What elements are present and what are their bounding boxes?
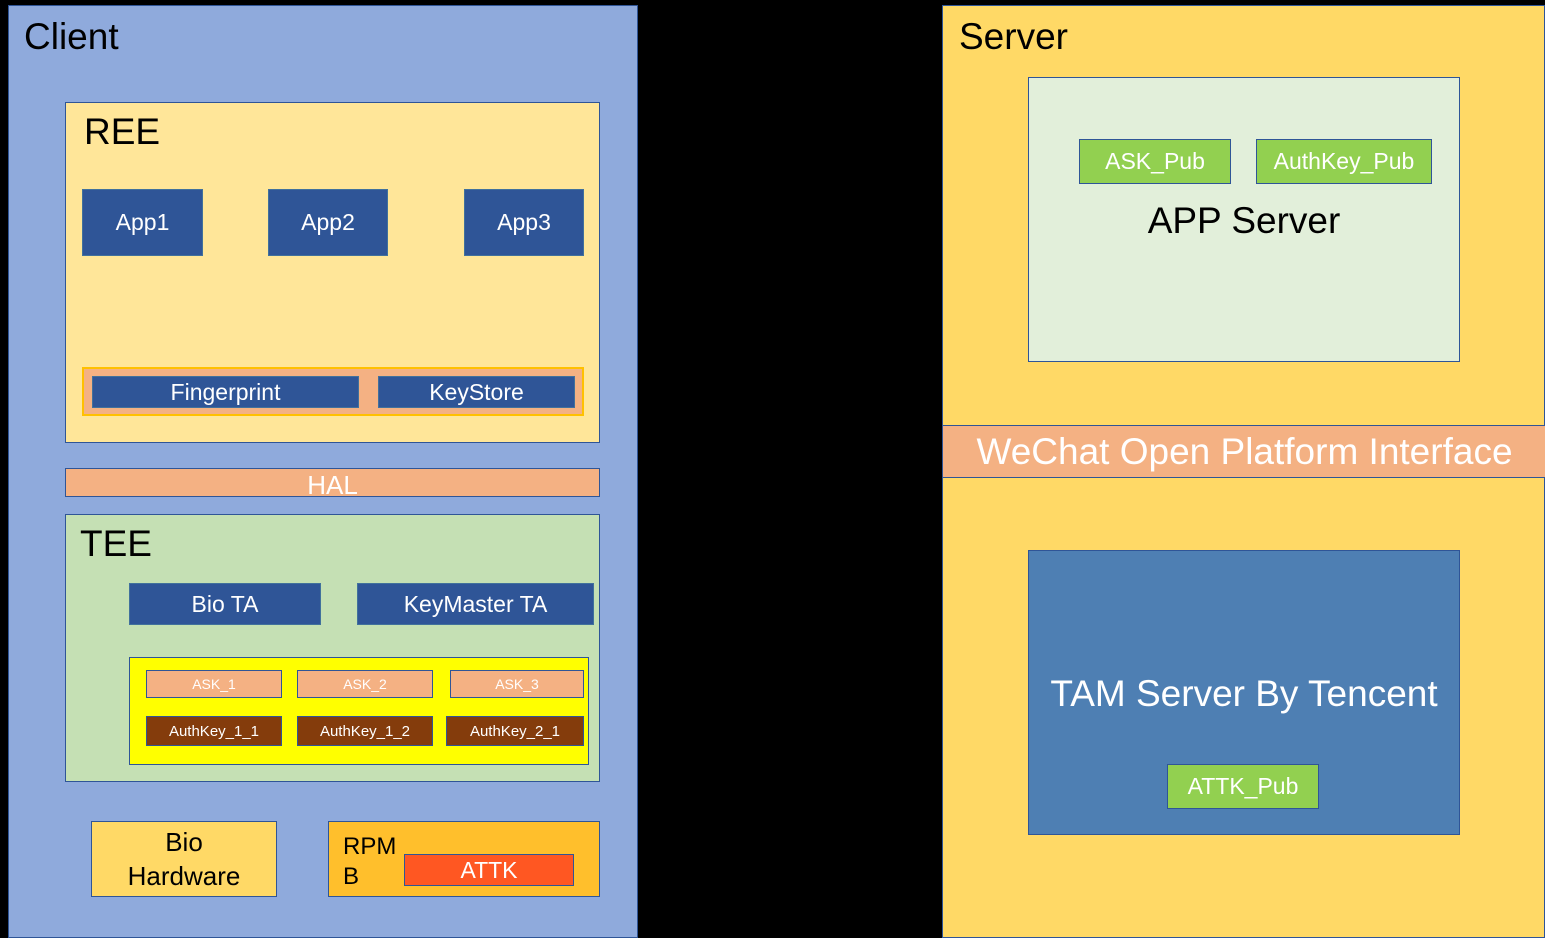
server-container: Server ASK_Pub AuthKey_Pub APP Server We… bbox=[942, 5, 1545, 938]
app3-block: App3 bbox=[464, 189, 584, 256]
ask-1-key: ASK_1 bbox=[146, 670, 282, 698]
tam-server-block: TAM Server By Tencent ATTK_Pub bbox=[1028, 550, 1460, 835]
app-server-label: APP Server bbox=[1147, 200, 1341, 241]
ree-container: REE App1 App2 App3 Fingerprint KeyStore bbox=[65, 102, 600, 443]
keymaster-ta-block: KeyMaster TA bbox=[357, 583, 594, 625]
server-title: Server bbox=[959, 16, 1068, 57]
tee-container: TEE Bio TA KeyMaster TA ASK_1 ASK_2 ASK_… bbox=[65, 514, 600, 782]
bio-hardware-block: Bio Hardware bbox=[91, 821, 277, 897]
ree-services-bar: Fingerprint KeyStore bbox=[82, 367, 584, 416]
tee-key-store: ASK_1 ASK_2 ASK_3 AuthKey_1_1 AuthKey_1_… bbox=[129, 657, 589, 765]
ree-title: REE bbox=[84, 111, 161, 152]
hal-layer: HAL bbox=[65, 468, 600, 500]
wechat-interface-layer: WeChat Open Platform Interface bbox=[943, 425, 1545, 478]
tee-title: TEE bbox=[80, 523, 152, 564]
app-server-block: ASK_Pub AuthKey_Pub APP Server bbox=[1028, 77, 1460, 362]
bio-hardware-line1: Bio bbox=[165, 827, 203, 857]
tam-server-label: TAM Server By Tencent bbox=[1050, 673, 1438, 714]
client-title: Client bbox=[24, 16, 119, 57]
authkey-2-1: AuthKey_2_1 bbox=[446, 716, 584, 746]
ask-2-key: ASK_2 bbox=[297, 670, 433, 698]
rpmb-label: RPMB bbox=[343, 833, 397, 890]
attk-key: ATTK bbox=[404, 854, 574, 886]
ask-pub-key: ASK_Pub bbox=[1079, 139, 1231, 184]
bio-hardware-line2: Hardware bbox=[127, 861, 241, 891]
app2-block: App2 bbox=[268, 189, 388, 256]
authkey-1-1: AuthKey_1_1 bbox=[146, 716, 282, 746]
app1-block: App1 bbox=[82, 189, 203, 256]
fingerprint-block: Fingerprint bbox=[92, 376, 359, 408]
ask-3-key: ASK_3 bbox=[450, 670, 584, 698]
attk-pub-key: ATTK_Pub bbox=[1167, 764, 1319, 809]
authkey-1-2: AuthKey_1_2 bbox=[297, 716, 433, 746]
client-container: Client REE App1 App2 App3 Fingerprint Ke… bbox=[8, 5, 638, 938]
keystore-block: KeyStore bbox=[378, 376, 575, 408]
bio-ta-block: Bio TA bbox=[129, 583, 321, 625]
authkey-pub-key: AuthKey_Pub bbox=[1256, 139, 1432, 184]
rpmb-block: RPMB ATTK bbox=[328, 821, 600, 897]
